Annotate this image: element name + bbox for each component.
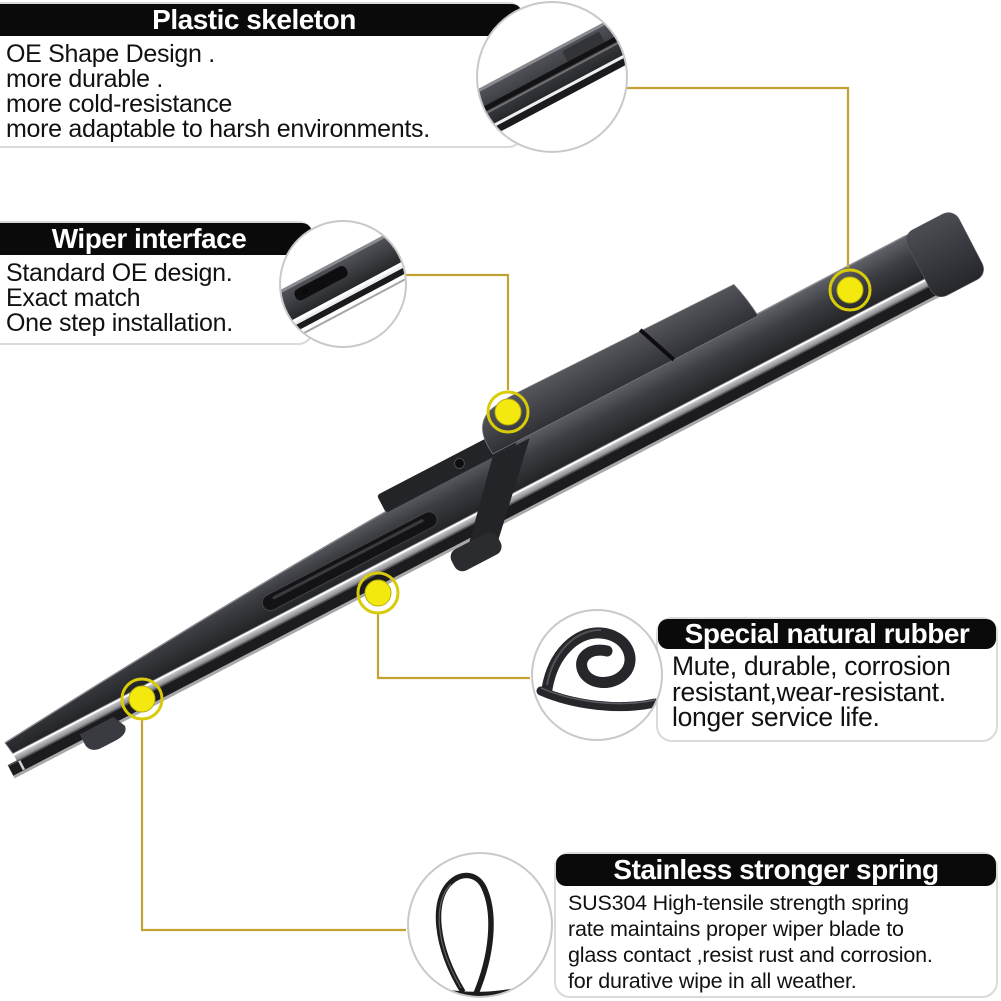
inset-natural-rubber-image — [531, 609, 663, 741]
callout-title-special-natural-rubber: Special natural rubber — [658, 619, 996, 649]
callout-wiper-interface: Wiper interface Standard OE design. Exac… — [0, 221, 314, 345]
spring-loop-icon — [412, 872, 548, 996]
callout-text-line: resistant,wear-resistant. — [672, 676, 946, 707]
adapter-notch — [638, 328, 676, 362]
callout-text-line: more durable . — [6, 65, 163, 93]
arm-hook — [463, 438, 530, 563]
callout-body-plastic-skeleton: OE Shape Design . more durable . more co… — [0, 36, 522, 142]
callout-text-line: rate maintains proper wiper blade to — [568, 917, 904, 941]
callout-dots — [120, 268, 872, 721]
connector-lines — [140, 86, 850, 932]
blade-end-closeup-icon — [478, 3, 626, 151]
callout-body-wiper-interface: Standard OE design. Exact match One step… — [0, 255, 312, 336]
callout-title-plastic-skeleton: Plastic skeleton — [0, 4, 522, 36]
callout-text-line: for durative wipe in all weather. — [568, 969, 857, 993]
wiper-interface-closeup-icon — [281, 222, 405, 346]
callout-text-line: Mute, durable, corrosion — [672, 651, 951, 681]
callout-text-line: more adaptable to harsh environments. — [6, 115, 430, 143]
callout-text-line: One step installation. — [6, 309, 233, 337]
connector-line-plastic-skeleton — [627, 86, 850, 268]
callout-plastic-skeleton: Plastic skeleton OE Shape Design . more … — [0, 2, 524, 148]
inset-plastic-skeleton-closeup-image — [476, 1, 628, 153]
end-claw — [79, 716, 126, 750]
callout-title-wiper-interface: Wiper interface — [0, 223, 312, 255]
callout-special-natural-rubber: Special natural rubber Mute, durable, co… — [656, 617, 998, 742]
callout-text-line: longer service life. — [672, 702, 880, 732]
callout-dot-stainless-spring — [120, 677, 164, 721]
callout-body-special-natural-rubber: Mute, durable, corrosion resistant,wear-… — [658, 649, 996, 731]
callout-body-stainless-stronger-spring: SUS304 High-tensile strength spring rate… — [556, 886, 996, 994]
callout-text-line: more cold-resistance — [6, 90, 233, 118]
rubber-coil-icon — [536, 627, 660, 712]
wiper-blade — [4, 212, 984, 779]
end-cap — [906, 212, 984, 298]
inset-wiper-interface-closeup-image — [279, 220, 407, 348]
callout-dot-plastic-skeleton — [828, 268, 872, 312]
callout-text-line: glass contact ,resist rust and corrosion… — [568, 943, 933, 967]
inset-stainless-spring-image — [407, 852, 553, 998]
connector-line-wiper-interface — [406, 273, 510, 390]
callout-text-line: SUS304 High-tensile strength spring — [568, 891, 909, 915]
callout-title-stainless-stronger-spring: Stainless stronger spring — [556, 854, 996, 886]
callout-dot-wiper-interface — [486, 390, 530, 434]
callout-text-line: OE Shape Design . — [6, 40, 215, 68]
callout-dot-natural-rubber — [356, 571, 400, 615]
callout-stainless-stronger-spring: Stainless stronger spring SUS304 High-te… — [554, 852, 998, 998]
connector-line-natural-rubber — [376, 614, 530, 680]
callout-text-line: Exact match — [6, 284, 141, 312]
connector-line-stainless-spring — [140, 720, 406, 932]
pivot-pin — [453, 457, 465, 469]
callout-text-line: Standard OE design. — [6, 259, 233, 287]
